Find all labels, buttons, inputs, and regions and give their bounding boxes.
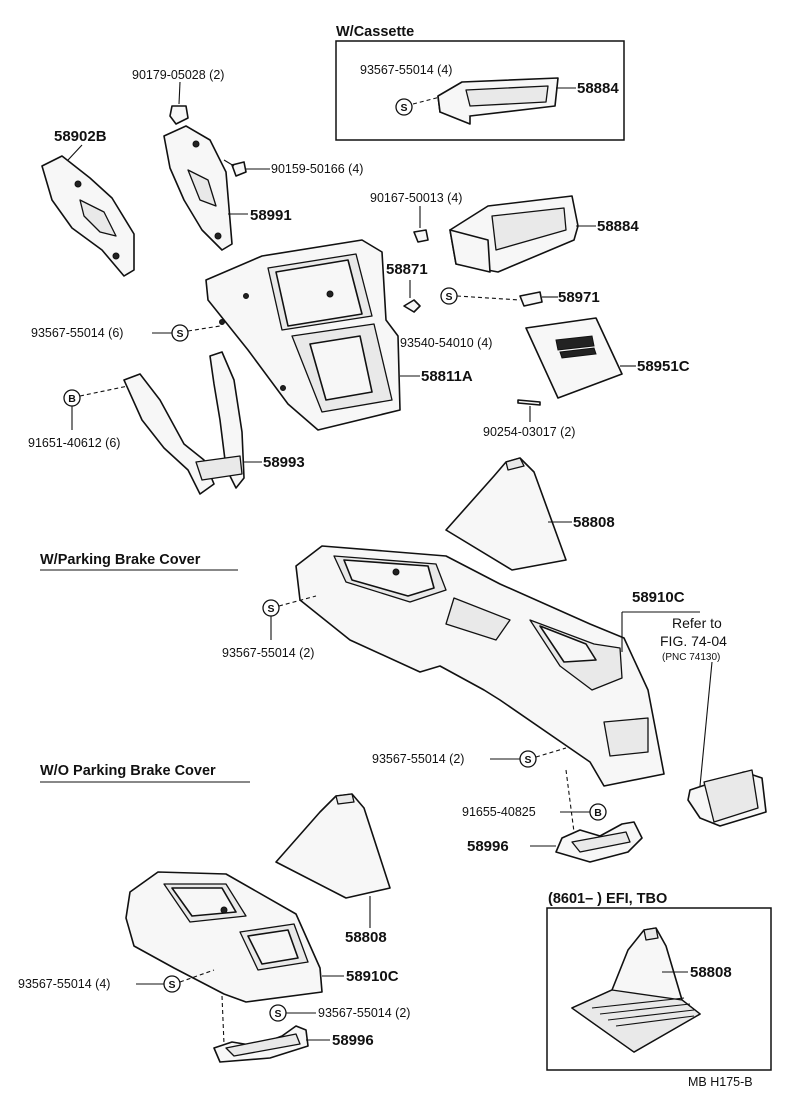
- efi-frame: [546, 907, 772, 1071]
- parking-brake-section-title: W/Parking Brake Cover: [40, 552, 201, 568]
- bracket-58991: [163, 125, 233, 251]
- panel-58951c: [525, 317, 623, 399]
- part-90254-03017: 90254-03017 (2): [483, 425, 575, 439]
- part-93567-55014-cassette: 93567-55014 (4): [360, 63, 452, 77]
- s-symbol: S: [168, 979, 175, 991]
- part-90167-50013: 90167-50013 (4): [370, 191, 462, 205]
- cassette-holder-58884: [437, 77, 559, 125]
- part-58971: 58971: [558, 289, 600, 306]
- efi-tbo-group: (8601– ) EFI, TBO 58808: [546, 891, 772, 1071]
- shift-boot-58808-a: [445, 457, 567, 571]
- screw-s-icon: [395, 98, 413, 116]
- refer-line-1: Refer to: [672, 615, 722, 631]
- screw-s-icon: [163, 975, 181, 993]
- console-58910c-parking: [295, 545, 665, 787]
- part-58884: 58884: [597, 218, 639, 235]
- part-93567-55014-parking: 93567-55014 (2): [222, 646, 314, 660]
- part-58808-efi: 58808: [690, 964, 732, 981]
- part-58902b: 58902B: [54, 128, 107, 145]
- shift-boot-58808-b: [275, 793, 391, 899]
- b-symbol: B: [68, 393, 76, 405]
- s-symbol: S: [176, 328, 183, 340]
- s-symbol: S: [274, 1008, 281, 1020]
- clip-90179-icon: [169, 105, 189, 125]
- part-58996-no-parking: 58996: [332, 1032, 374, 1049]
- cap-58871-icon: [403, 299, 421, 313]
- part-93567-55014-six: 93567-55014 (6): [31, 326, 123, 340]
- bracket-58902b: [41, 155, 135, 277]
- bolt-90167-icon: [413, 229, 429, 243]
- bracket-58993: [123, 351, 245, 495]
- bolt-b-icon: [589, 803, 607, 821]
- part-91655-40825: 91655-40825: [462, 805, 536, 819]
- part-93567-55014-no-parking-2: 93567-55014 (2): [318, 1006, 410, 1020]
- cover-74130: [687, 769, 767, 827]
- part-93567-55014-parking-2: 93567-55014 (2): [372, 752, 464, 766]
- refer-line-3: (PNC 74130): [662, 652, 720, 663]
- console-58910c-no-parking: [125, 871, 323, 1003]
- part-58808-a: 58808: [573, 514, 615, 531]
- b-symbol: B: [594, 807, 602, 819]
- efi-section-title: (8601– ) EFI, TBO: [548, 891, 667, 907]
- part-58991: 58991: [250, 207, 292, 224]
- screw-s-icon: [519, 750, 537, 768]
- part-91651-40612: 91651-40612 (6): [28, 436, 120, 450]
- part-58993: 58993: [263, 454, 305, 471]
- s-symbol: S: [524, 754, 531, 766]
- part-58884-cassette: 58884: [577, 80, 619, 97]
- part-58910c-parking: 58910C: [632, 589, 685, 606]
- console-housing-58811a: [205, 239, 401, 431]
- s-symbol: S: [267, 603, 274, 615]
- cassette-group: W/Cassette 93567-55014 (4) S 58884: [335, 24, 625, 141]
- cassette-frame: [335, 40, 625, 141]
- part-58910c-no-parking: 58910C: [346, 968, 399, 985]
- pin-90254-icon: [517, 399, 541, 406]
- cassette-section-title: W/Cassette: [336, 24, 414, 40]
- clip-58971-icon: [519, 291, 543, 307]
- diagram-code: MB H175-B: [688, 1075, 753, 1089]
- part-58811a: 58811A: [421, 368, 473, 385]
- part-58808-b: 58808: [345, 929, 387, 946]
- shift-boot-58808-efi: [571, 927, 701, 1053]
- screw-s-icon: [171, 324, 189, 342]
- part-58871: 58871: [386, 261, 428, 278]
- part-58951c: 58951C: [637, 358, 690, 375]
- part-58996-parking: 58996: [467, 838, 509, 855]
- part-90159-50166: 90159-50166 (4): [271, 162, 363, 176]
- s-symbol: S: [400, 102, 407, 114]
- s-symbol: S: [445, 291, 452, 303]
- bolt-90159-icon: [223, 159, 247, 177]
- console-box-58884: [449, 195, 579, 273]
- part-93540-54010: 93540-54010 (4): [400, 336, 492, 350]
- refer-line-2: FIG. 74-04: [660, 633, 727, 649]
- bracket-58996-no-parking: [213, 1025, 309, 1063]
- part-90179-05028: 90179-05028 (2): [132, 68, 224, 82]
- bracket-58996-parking: [555, 821, 643, 863]
- part-93567-55014-four: 93567-55014 (4): [18, 977, 110, 991]
- no-parking-brake-section-title: W/O Parking Brake Cover: [40, 763, 216, 779]
